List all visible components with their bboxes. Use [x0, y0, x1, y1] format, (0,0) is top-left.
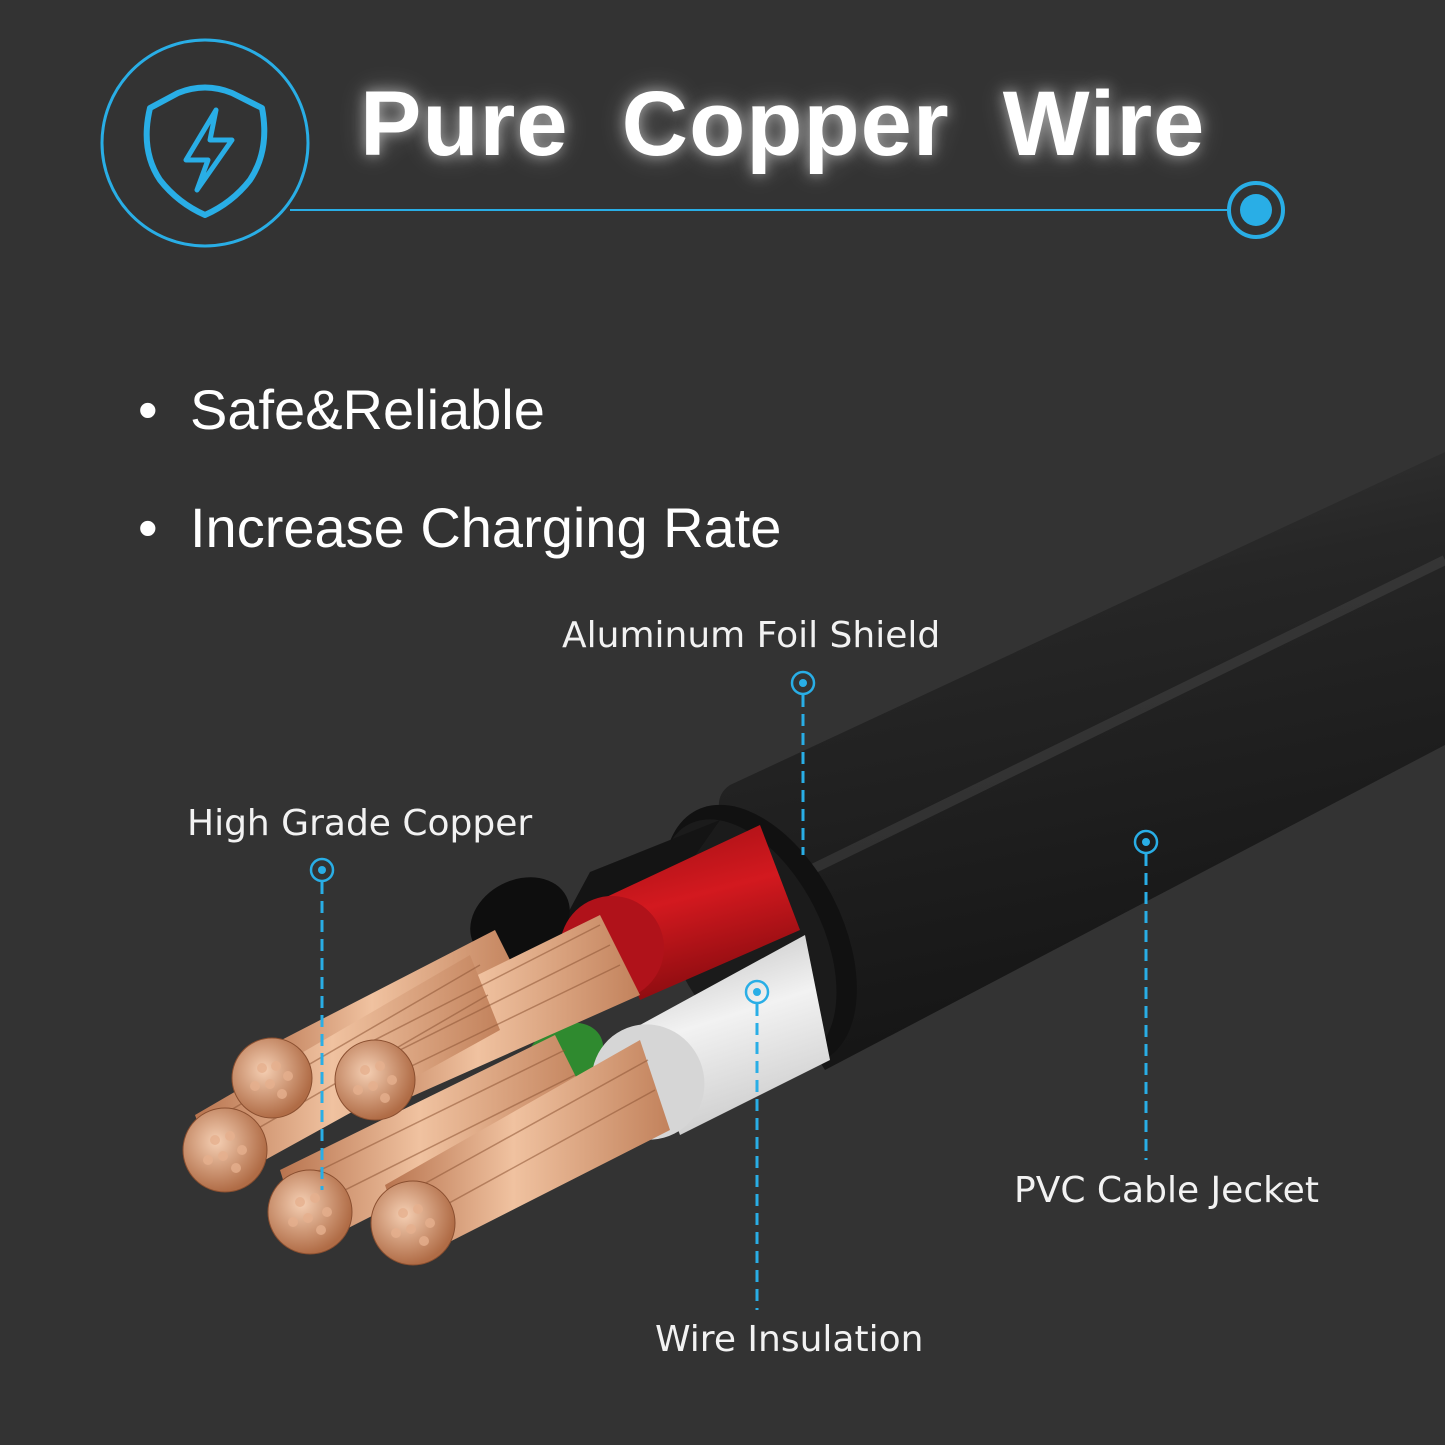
label-wire-insulation: Wire Insulation — [655, 1319, 924, 1360]
label-aluminum-foil-shield: Aluminum Foil Shield — [562, 615, 941, 656]
feature-item: •Safe&Reliable — [138, 382, 545, 438]
callout-jacket-pointer — [1133, 829, 1159, 1160]
copper-conductors — [182, 915, 670, 1266]
callout-copper-pointer — [309, 857, 335, 1190]
callout-foil-shield-pointer — [790, 670, 816, 855]
label-high-grade-copper: High Grade Copper — [187, 803, 533, 844]
label-pvc-cable-jacket: PVC Cable Jecket — [1014, 1170, 1319, 1211]
header-end-dot — [1227, 181, 1285, 239]
shield-lightning-icon — [100, 38, 310, 248]
bullet-dot: • — [138, 496, 158, 559]
feature-text: Safe&Reliable — [190, 378, 545, 441]
feature-text: Increase Charging Rate — [190, 496, 782, 559]
bullet-dot: • — [138, 378, 158, 441]
feature-item: •Increase Charging Rate — [138, 500, 781, 556]
callout-insulation-pointer — [744, 979, 770, 1310]
page-title: Pure Copper Wire — [360, 73, 1206, 175]
